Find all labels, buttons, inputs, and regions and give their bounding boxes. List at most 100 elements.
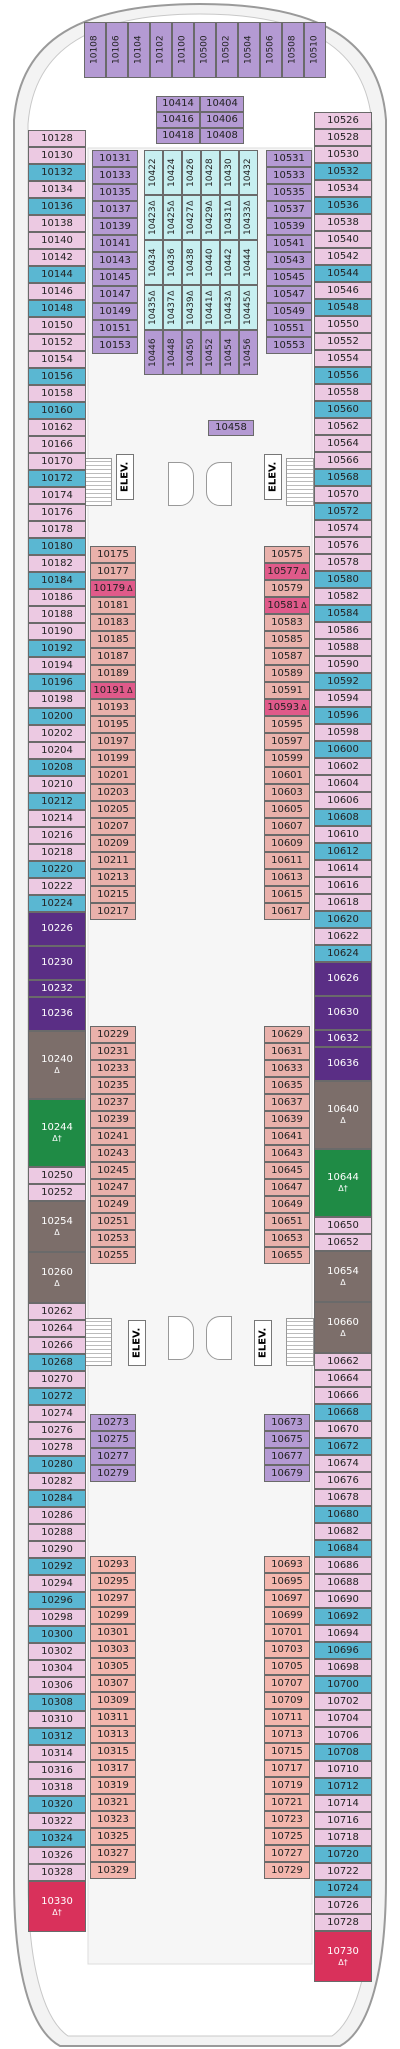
cabin-10172[interactable]: 10172: [28, 470, 86, 487]
cabin-10290[interactable]: 10290: [28, 1541, 86, 1558]
cabin-10132[interactable]: 10132: [28, 164, 86, 181]
cabin-10552[interactable]: 10552: [314, 333, 372, 350]
cabin-10602[interactable]: 10602: [314, 758, 372, 775]
cabin-10635[interactable]: 10635: [264, 1077, 310, 1094]
cabin-10268[interactable]: 10268: [28, 1354, 86, 1371]
cabin-10270[interactable]: 10270: [28, 1371, 86, 1388]
cabin-10141[interactable]: 10141: [92, 235, 138, 252]
cabin-10284[interactable]: 10284: [28, 1490, 86, 1507]
cabin-10274[interactable]: 10274: [28, 1405, 86, 1422]
cabin-10440[interactable]: 10440: [201, 240, 220, 285]
cabin-10675[interactable]: 10675: [264, 1431, 310, 1448]
cabin-10718[interactable]: 10718: [314, 1829, 372, 1846]
cabin-10149[interactable]: 10149: [92, 303, 138, 320]
cabin-10314[interactable]: 10314: [28, 1745, 86, 1762]
cabin-10715[interactable]: 10715: [264, 1743, 310, 1760]
cabin-10611[interactable]: 10611: [264, 852, 310, 869]
cabin-10158[interactable]: 10158: [28, 385, 86, 402]
cabin-10575[interactable]: 10575: [264, 546, 310, 563]
cabin-10643[interactable]: 10643: [264, 1145, 310, 1162]
cabin-10276[interactable]: 10276: [28, 1422, 86, 1439]
cabin-10622[interactable]: 10622: [314, 928, 372, 945]
cabin-10406[interactable]: 10406: [200, 112, 244, 128]
cabin-10286[interactable]: 10286: [28, 1507, 86, 1524]
cabin-10530[interactable]: 10530: [314, 146, 372, 163]
cabin-10722[interactable]: 10722: [314, 1863, 372, 1880]
cabin-10232[interactable]: 10232: [28, 980, 86, 997]
cabin-10668[interactable]: 10668: [314, 1404, 372, 1421]
cabin-10307[interactable]: 10307: [90, 1675, 136, 1692]
cabin-10664[interactable]: 10664: [314, 1370, 372, 1387]
cabin-10633[interactable]: 10633: [264, 1060, 310, 1077]
cabin-10584[interactable]: 10584: [314, 605, 372, 622]
cabin-10201[interactable]: 10201: [90, 767, 136, 784]
cabin-10162[interactable]: 10162: [28, 419, 86, 436]
cabin-10729[interactable]: 10729: [264, 1862, 310, 1879]
cabin-10629[interactable]: 10629: [264, 1026, 310, 1043]
cabin-10551[interactable]: 10551: [266, 320, 312, 337]
cabin-10250[interactable]: 10250: [28, 1167, 86, 1184]
cabin-10190[interactable]: 10190: [28, 623, 86, 640]
cabin-10306[interactable]: 10306: [28, 1677, 86, 1694]
cabin-10275[interactable]: 10275: [90, 1431, 136, 1448]
cabin-10607[interactable]: 10607: [264, 818, 310, 835]
cabin-10549[interactable]: 10549: [266, 303, 312, 320]
cabin-10679[interactable]: 10679: [264, 1465, 310, 1482]
cabin-10684[interactable]: 10684: [314, 1540, 372, 1557]
cabin-10319[interactable]: 10319: [90, 1777, 136, 1794]
cabin-10540[interactable]: 10540: [314, 231, 372, 248]
cabin-10576[interactable]: 10576: [314, 537, 372, 554]
cabin-10185[interactable]: 10185: [90, 631, 136, 648]
cabin-10236[interactable]: 10236: [28, 997, 86, 1031]
cabin-10296[interactable]: 10296: [28, 1592, 86, 1609]
cabin-10128[interactable]: 10128: [28, 130, 86, 147]
cabin-10662[interactable]: 10662: [314, 1353, 372, 1370]
cabin-10422[interactable]: 10422: [144, 150, 163, 195]
cabin-10182[interactable]: 10182: [28, 555, 86, 572]
cabin-10295[interactable]: 10295: [90, 1573, 136, 1590]
cabin-10539[interactable]: 10539: [266, 218, 312, 235]
cabin-10604[interactable]: 10604: [314, 775, 372, 792]
cabin-10160[interactable]: 10160: [28, 402, 86, 419]
cabin-10714[interactable]: 10714: [314, 1795, 372, 1812]
cabin-10188[interactable]: 10188: [28, 606, 86, 623]
cabin-10655[interactable]: 10655: [264, 1247, 310, 1264]
cabin-10305[interactable]: 10305: [90, 1658, 136, 1675]
cabin-10614[interactable]: 10614: [314, 860, 372, 877]
cabin-10699[interactable]: 10699: [264, 1607, 310, 1624]
cabin-10253[interactable]: 10253: [90, 1230, 136, 1247]
cabin-10613[interactable]: 10613: [264, 869, 310, 886]
cabin-10280[interactable]: 10280: [28, 1456, 86, 1473]
cabin-10309[interactable]: 10309: [90, 1692, 136, 1709]
cabin-10194[interactable]: 10194: [28, 657, 86, 674]
cabin-10408[interactable]: 10408: [200, 128, 244, 144]
cabin-10610[interactable]: 10610: [314, 826, 372, 843]
cabin-10430[interactable]: 10430: [220, 150, 239, 195]
cabin-10140[interactable]: 10140: [28, 232, 86, 249]
cabin-10310[interactable]: 10310: [28, 1711, 86, 1728]
cabin-10241[interactable]: 10241: [90, 1128, 136, 1145]
cabin-10317[interactable]: 10317: [90, 1760, 136, 1777]
cabin-10213[interactable]: 10213: [90, 869, 136, 886]
cabin-10327[interactable]: 10327: [90, 1845, 136, 1862]
cabin-10692[interactable]: 10692: [314, 1608, 372, 1625]
cabin-10697[interactable]: 10697: [264, 1590, 310, 1607]
cabin-10616[interactable]: 10616: [314, 877, 372, 894]
cabin-10544[interactable]: 10544: [314, 265, 372, 282]
cabin-10446[interactable]: 10446: [144, 330, 163, 375]
cabin-10299[interactable]: 10299: [90, 1607, 136, 1624]
cabin-10180[interactable]: 10180: [28, 538, 86, 555]
cabin-10543[interactable]: 10543: [266, 252, 312, 269]
cabin-10418[interactable]: 10418: [156, 128, 200, 144]
cabin-10144[interactable]: 10144: [28, 266, 86, 283]
cabin-10500[interactable]: 10500: [194, 22, 216, 78]
cabin-10100[interactable]: 10100: [172, 22, 194, 78]
cabin-10152[interactable]: 10152: [28, 334, 86, 351]
